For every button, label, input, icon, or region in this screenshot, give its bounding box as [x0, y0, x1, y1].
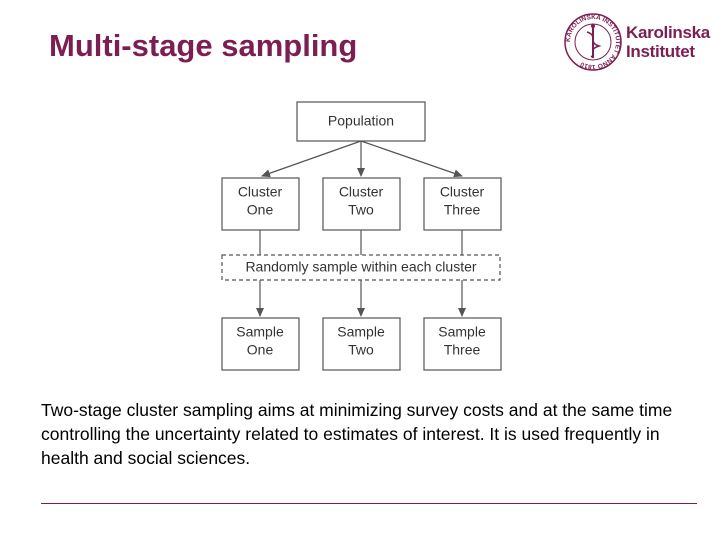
logo-wordmark: Karolinska Institutet — [626, 23, 710, 61]
slide-caption: Two-stage cluster sampling aims at minim… — [41, 400, 673, 468]
cluster-label-line1: Cluster — [339, 184, 384, 200]
sample-label-line1: Sample — [236, 324, 284, 340]
population-node: Population — [296, 101, 426, 142]
sample-label-line2: One — [247, 342, 274, 358]
karolinska-logo: KAROLINSKA INSTITUTET ANNO 1810 Karolins… — [563, 12, 710, 74]
sample-label-line2: Two — [348, 342, 374, 358]
process-label: Randomly sample within each cluster — [245, 259, 476, 275]
sample-node: Sample One — [221, 317, 300, 371]
cluster-label-line2: One — [247, 202, 274, 218]
footer-divider — [41, 503, 697, 504]
sampling-diagram: Population Cluster One Cluster Two Clust… — [221, 101, 502, 371]
logo-line-1: Karolinska — [626, 23, 710, 42]
population-label: Population — [328, 113, 394, 129]
cluster-label-line2: Three — [444, 202, 481, 218]
arrow-population-to-cluster-one — [261, 140, 362, 178]
karolinska-seal-icon: KAROLINSKA INSTITUTET ANNO 1810 — [564, 13, 622, 71]
cluster-node: Cluster One — [221, 177, 300, 231]
sample-label-line2: Three — [444, 342, 481, 358]
cluster-label-line2: Two — [348, 202, 374, 218]
sample-node: Sample Two — [322, 317, 401, 371]
cluster-label-line1: Cluster — [440, 184, 485, 200]
cluster-node: Cluster Three — [423, 177, 502, 231]
logo-line-2: Institutet — [626, 42, 695, 61]
process-node: Randomly sample within each cluster — [221, 254, 501, 281]
sample-node: Sample Three — [423, 317, 502, 371]
cluster-node: Cluster Two — [322, 177, 401, 231]
sample-label-line1: Sample — [438, 324, 486, 340]
cluster-label-line1: Cluster — [238, 184, 283, 200]
arrow-population-to-cluster-three — [360, 140, 463, 178]
sample-label-line1: Sample — [337, 324, 385, 340]
slide-title: Multi-stage sampling — [49, 28, 358, 63]
